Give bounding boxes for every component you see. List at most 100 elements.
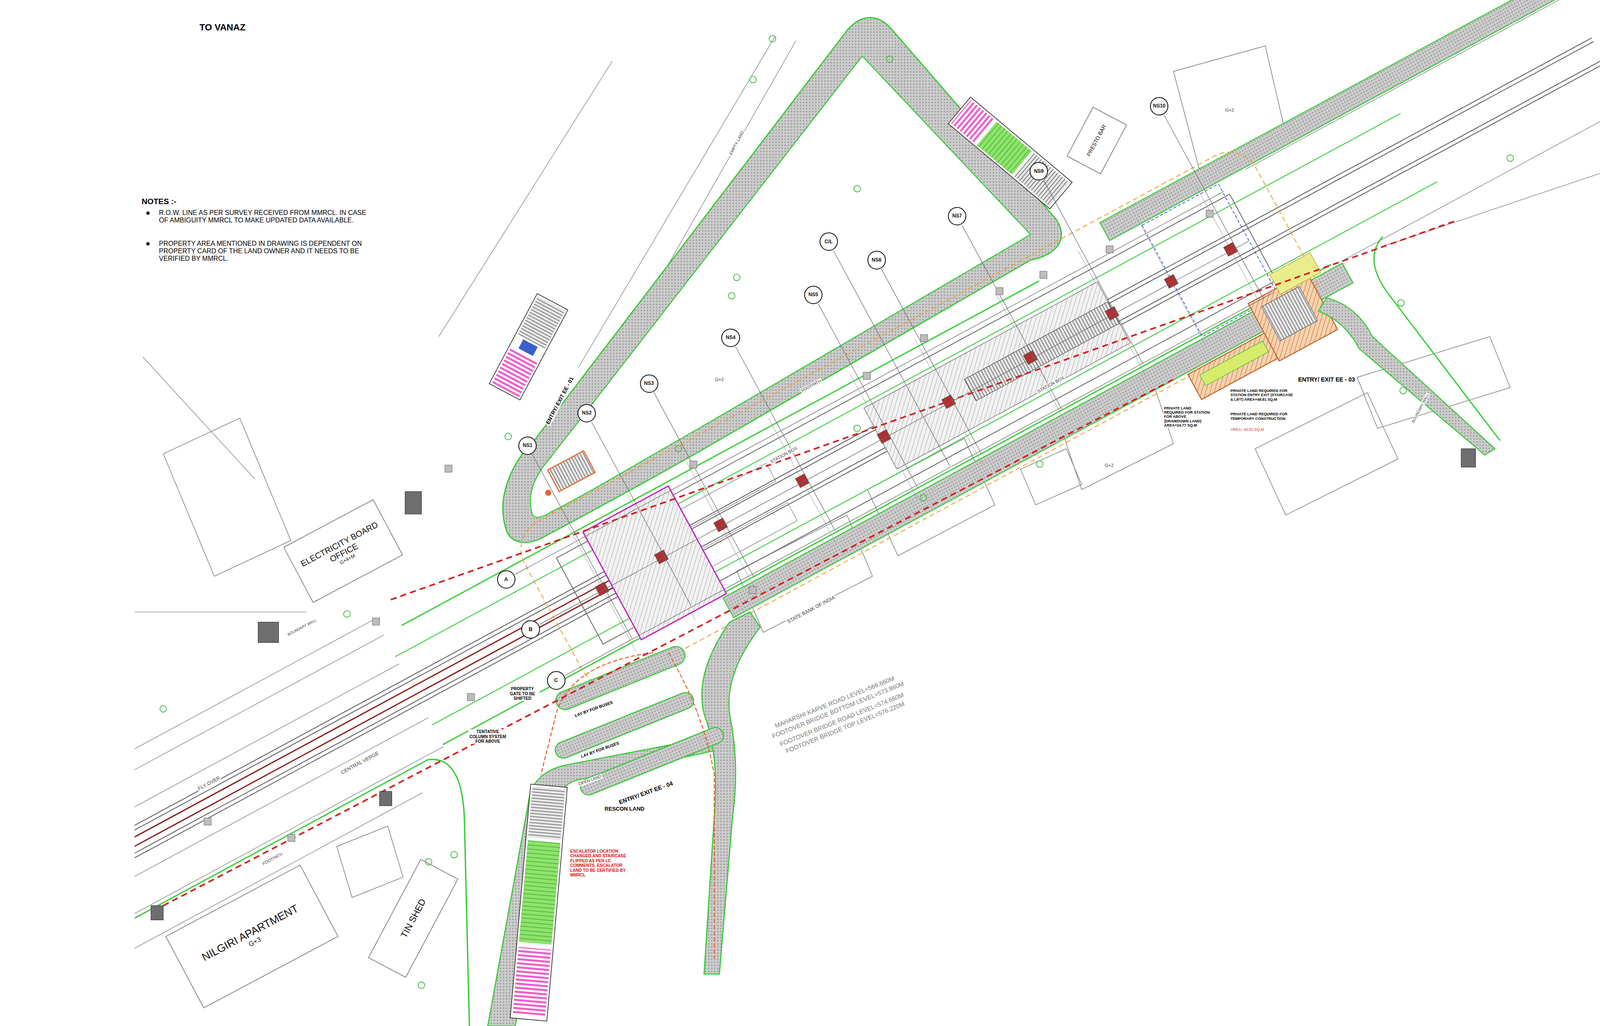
leader-line	[1043, 180, 1144, 365]
footpath-edge	[442, 264, 1332, 745]
metro-track	[134, 59, 1600, 963]
footpath-edge	[134, 760, 428, 1013]
station-label: STATION BOX	[768, 445, 799, 465]
tree-symbol	[728, 292, 735, 300]
tree-symbol	[343, 610, 351, 618]
building-outline	[163, 45, 1511, 898]
building-outline: PRESTO BAR	[1066, 107, 1128, 175]
tree-symbol	[769, 35, 776, 43]
callout-number: NS10	[1152, 103, 1166, 110]
utility-marker	[920, 334, 928, 342]
tree-symbol	[160, 705, 167, 713]
callout-number: NS7	[952, 213, 962, 220]
metro-track	[134, 41, 1594, 945]
callout-circle: NS9	[1029, 162, 1048, 181]
sign-board	[258, 622, 279, 643]
column-grid	[568, 186, 1265, 653]
staircase	[964, 301, 1120, 401]
pier	[1223, 242, 1238, 257]
pier	[877, 430, 891, 444]
site-map	[134, 0, 1600, 1026]
construction-route	[540, 652, 653, 776]
building-outline: TIN SHED	[367, 858, 459, 978]
tree-symbol	[853, 185, 861, 193]
road-edge	[134, 0, 1600, 1026]
road-edge	[1341, 106, 1600, 262]
utility-marker	[204, 818, 212, 826]
leader-line	[818, 303, 918, 488]
sign-board	[1461, 448, 1476, 468]
exit-label: ENTRY/ EXIT EE - 04	[617, 779, 675, 806]
callout-circle: NS6	[867, 250, 886, 270]
entry-exit-structure	[544, 488, 553, 498]
site-note: PROPERTY GATE TO BE SHIFTED	[505, 686, 540, 702]
footpath-band	[1374, 236, 1500, 441]
entry-exit-structure	[948, 97, 1073, 209]
exit-label: ENTRY/ EXIT EE - 03	[1297, 376, 1356, 383]
metro-track	[134, 37, 1592, 941]
entry-exit-structure	[535, 450, 595, 498]
callout-number: B	[528, 626, 533, 633]
footpath-band	[1100, 0, 1568, 241]
building-name: PRESTO BAR	[1085, 123, 1108, 159]
wall-label: BOUNDARY WALL	[1410, 392, 1430, 425]
utility-marker	[863, 372, 871, 380]
callout-circle: C	[547, 671, 566, 690]
callout-circle: C/L	[819, 232, 838, 251]
station-box	[134, 0, 1600, 1026]
utility-marker	[445, 465, 453, 473]
tree-symbol	[750, 76, 757, 83]
utility-marker	[995, 287, 1003, 295]
entry-exit-structure	[1269, 252, 1321, 295]
viaduct-line	[134, 582, 623, 957]
entry-exit-structure	[489, 293, 568, 400]
viaduct-line	[134, 575, 618, 950]
building-outline	[336, 826, 403, 898]
notes-bullets	[146, 242, 150, 246]
leader-line	[515, 191, 1225, 575]
entry-exit-structure	[512, 947, 552, 1016]
notes-heading: NOTES :-	[140, 197, 178, 207]
row-line	[163, 379, 1174, 906]
utility-marker	[1040, 271, 1048, 279]
entry-exit-structure	[948, 97, 1073, 209]
station-outline	[556, 194, 1277, 645]
leader-line	[735, 346, 835, 531]
tree-symbol	[160, 35, 1514, 989]
utility-marker	[467, 693, 475, 701]
tree-symbol	[853, 425, 861, 432]
building-label: STATE BANK OF INDIA	[785, 594, 837, 626]
pier	[654, 550, 669, 564]
footpath-label: FOOTPATH	[799, 377, 823, 394]
utility-marker	[1106, 245, 1114, 253]
callout-circle: A	[497, 570, 516, 589]
site-note: TENTATIVE COLUMN SYSTEM FOR ABOVE	[468, 729, 508, 745]
metro-track	[134, 37, 1600, 966]
building-outline: ELECTRICITY BOARD OFFICEG+4+M	[282, 499, 403, 603]
utility-marker	[690, 461, 698, 469]
sign-board	[150, 905, 163, 920]
tree-symbol	[425, 858, 433, 866]
land-note: PRIVATE LAND REQUIRED FOR STATION ENTRY …	[1229, 388, 1294, 402]
building-outline	[1255, 392, 1398, 516]
floor-count: G+2	[1224, 107, 1235, 113]
footpath-edge	[395, 113, 1401, 657]
road-edge	[134, 664, 400, 927]
footpath-band	[1318, 236, 1500, 455]
utility-marker	[1206, 210, 1214, 218]
building-name: NILGIRI APARTMENT	[199, 902, 302, 965]
footpath-edge	[432, 181, 1438, 725]
leader-line	[1164, 115, 1264, 299]
tree-symbol	[1397, 299, 1405, 307]
building-outline	[163, 418, 291, 577]
callout-circle: NS3	[640, 374, 659, 393]
building-name: TIN SHED	[398, 896, 429, 941]
leader-line	[539, 241, 1249, 625]
revision-note: ESCALATOR LOCATION CHANGED AND STAIRCASE…	[569, 849, 634, 878]
footover-bridge	[582, 486, 727, 640]
area-note: AREA= 40.51 SQ.M	[1229, 427, 1265, 432]
callout-number: NS3	[644, 380, 654, 387]
leader-line	[532, 454, 633, 639]
entry-exit-structure	[489, 293, 568, 400]
note-text: PROPERTY AREA MENTIONED IN DRAWING IS DE…	[158, 240, 377, 263]
